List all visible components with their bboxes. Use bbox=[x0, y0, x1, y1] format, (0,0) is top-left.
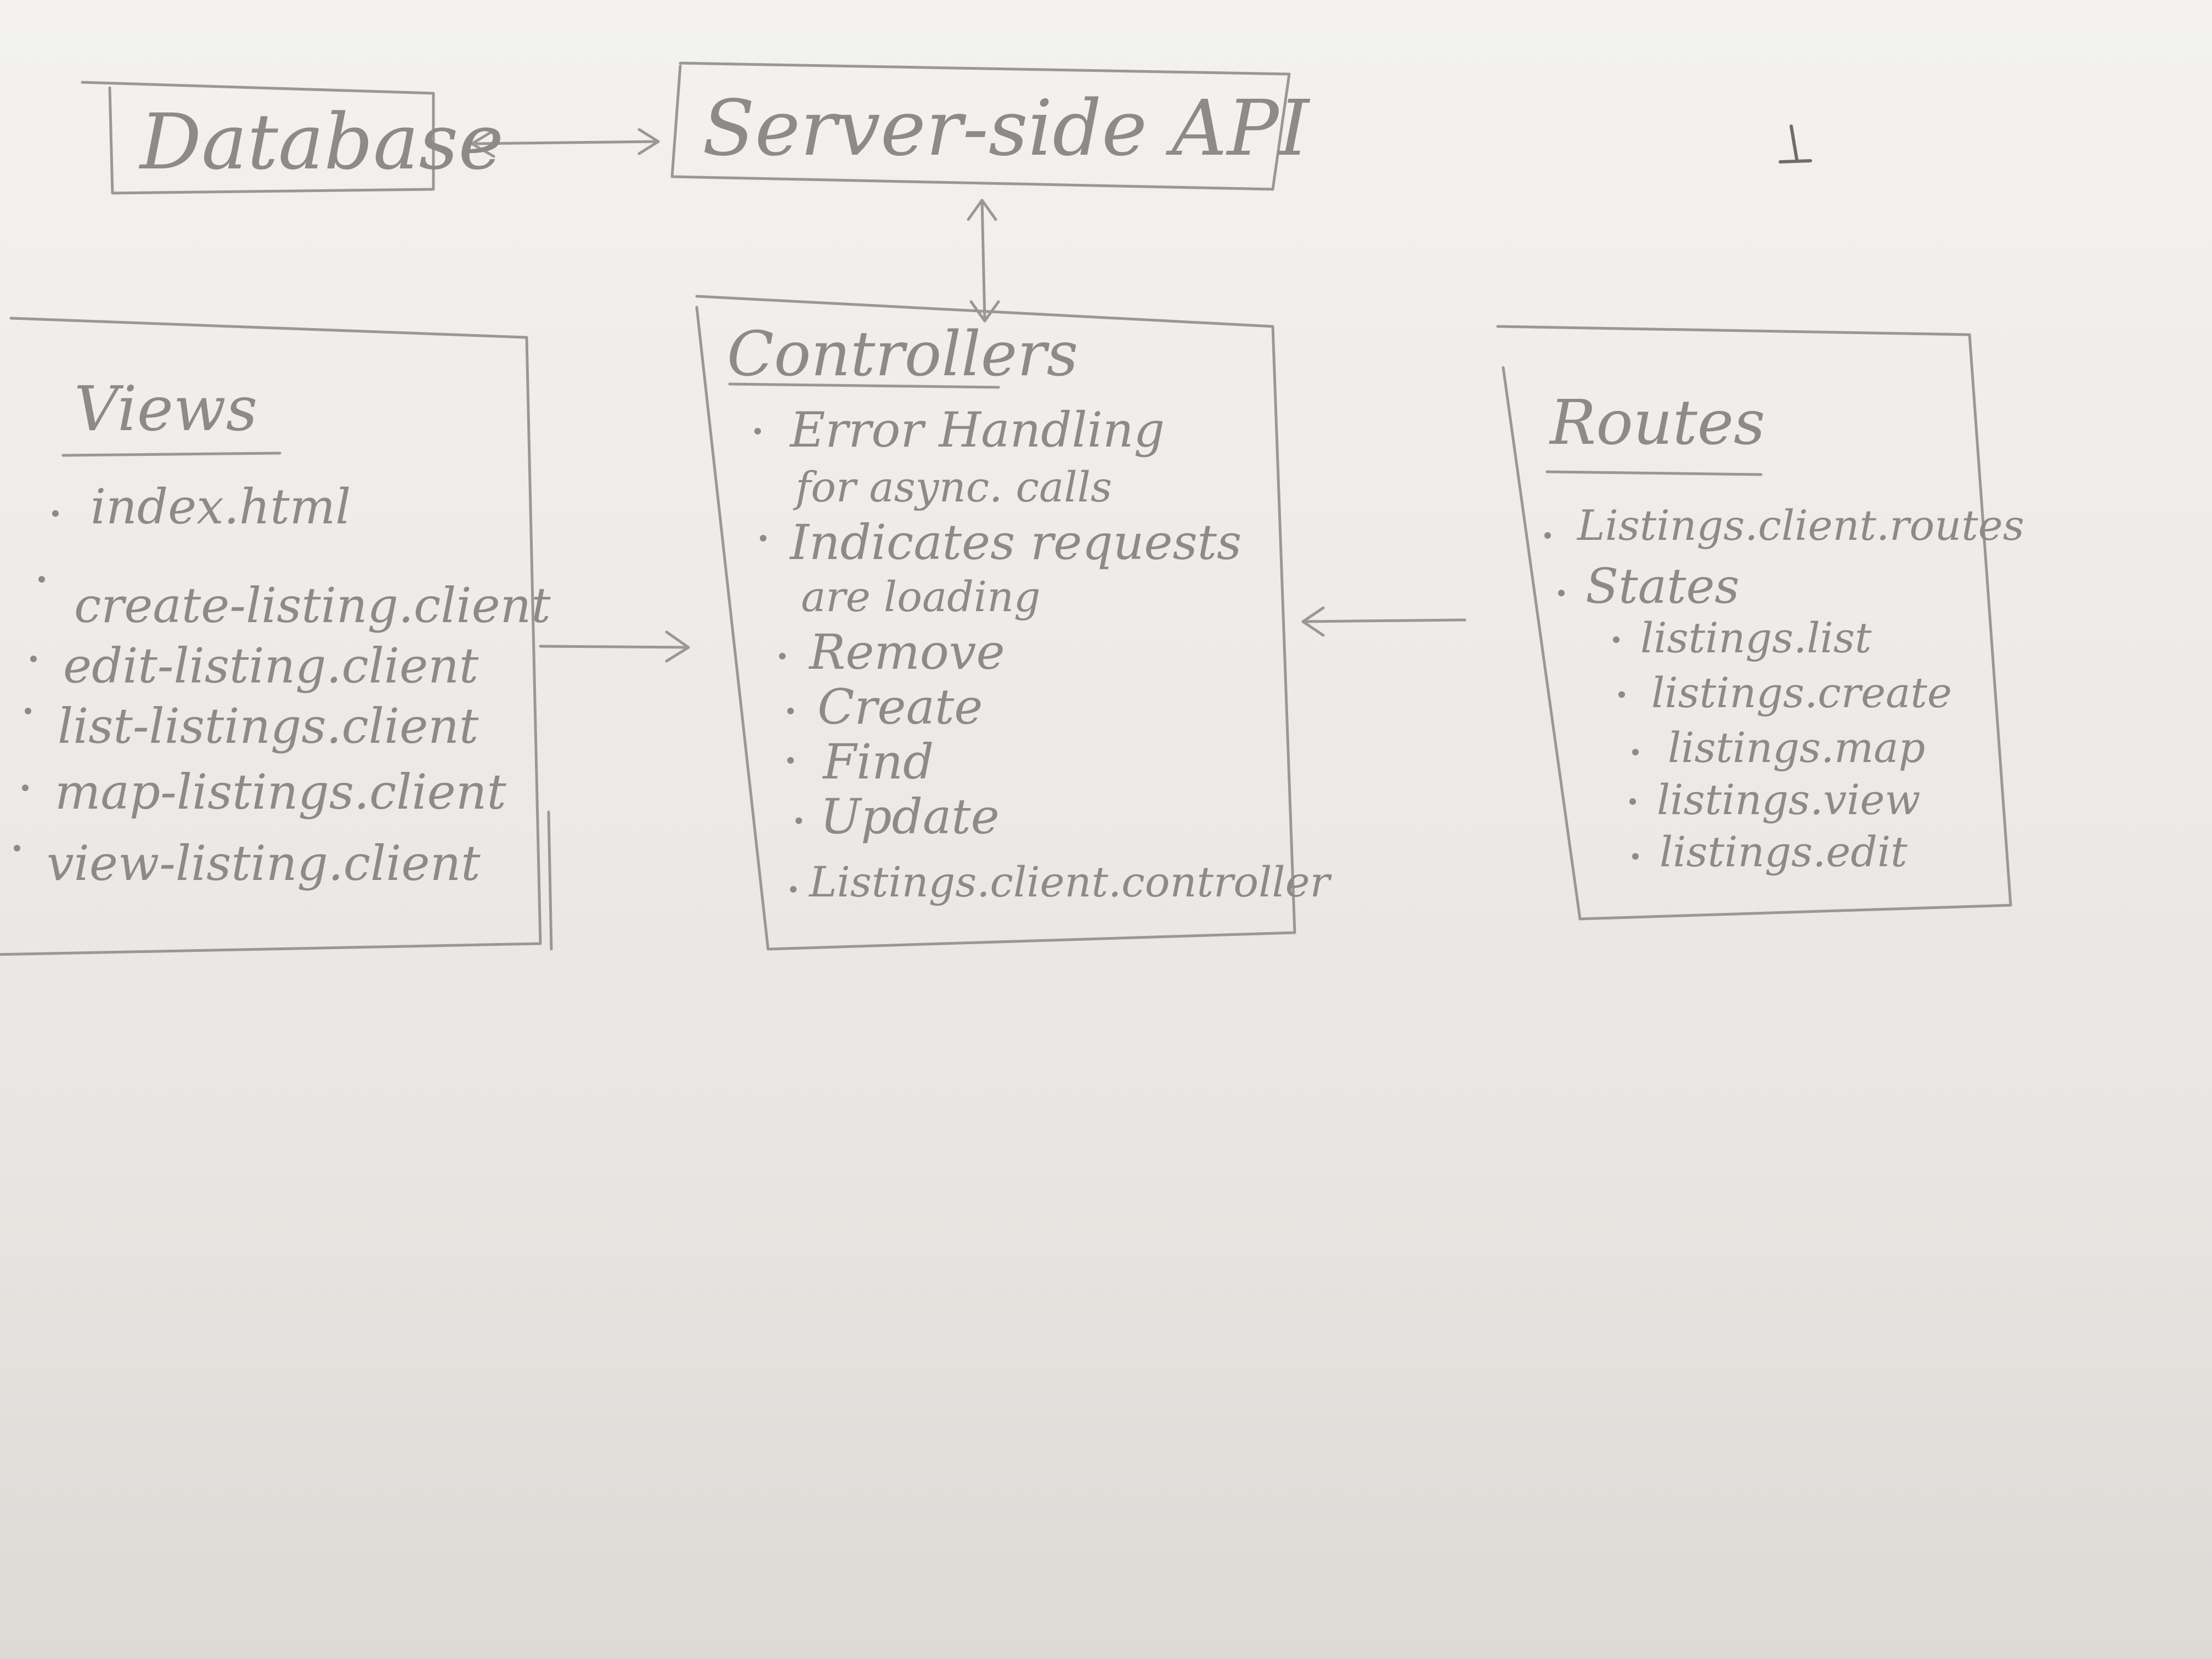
bullet bbox=[1618, 691, 1625, 698]
database-label: Database bbox=[140, 98, 504, 187]
stray-mark bbox=[1779, 125, 1812, 163]
bullet bbox=[25, 708, 31, 714]
controllers-item: Listings.client.controller bbox=[809, 857, 1330, 906]
server-api-label: Server-side API bbox=[702, 84, 1310, 173]
bullet bbox=[754, 428, 761, 435]
routes-state-item: listings.view bbox=[1657, 775, 1921, 824]
controllers-item: Error Handling bbox=[790, 402, 1165, 458]
bullet bbox=[52, 510, 59, 517]
routes-title-underline bbox=[1545, 470, 1763, 476]
controllers-title-underline bbox=[728, 382, 1000, 389]
views-title: Views bbox=[74, 374, 258, 445]
views-item: index.html bbox=[91, 478, 351, 535]
bullet bbox=[1632, 749, 1639, 755]
routes-item: States bbox=[1585, 558, 1740, 614]
routes-item: Listings.client.routes bbox=[1577, 501, 2024, 550]
views-item: create-listing.client bbox=[74, 577, 551, 634]
routes-title: Routes bbox=[1550, 387, 1765, 459]
bullet bbox=[1544, 532, 1551, 539]
bullet bbox=[1632, 853, 1639, 860]
controllers-item: Remove bbox=[809, 624, 1005, 680]
controllers-item: Update bbox=[820, 788, 1000, 845]
bullet bbox=[760, 535, 766, 541]
bullet bbox=[1629, 798, 1636, 805]
views-title-underline bbox=[61, 452, 281, 457]
controllers-item: Create bbox=[817, 679, 983, 735]
bullet bbox=[1558, 590, 1565, 596]
routes-state-item: listings.list bbox=[1640, 613, 1872, 662]
bullet bbox=[779, 653, 786, 659]
bullet bbox=[787, 757, 794, 764]
views-box bbox=[0, 317, 553, 956]
views-item: edit-listing.client bbox=[63, 637, 479, 694]
controllers-title: Controllers bbox=[727, 319, 1079, 390]
bullet bbox=[22, 785, 29, 791]
controllers-item: Find bbox=[823, 733, 934, 790]
bullet bbox=[30, 656, 37, 662]
routes-state-item: listings.create bbox=[1651, 668, 1952, 717]
routes-box bbox=[1496, 325, 2012, 921]
controllers-item: Indicates requests bbox=[790, 514, 1242, 571]
controllers-item-detail: are loading bbox=[801, 572, 1041, 621]
server-api-box bbox=[670, 61, 1291, 191]
bullet bbox=[787, 708, 794, 714]
database-box bbox=[81, 81, 435, 195]
views-item: list-listings.client bbox=[58, 698, 479, 754]
bullet bbox=[1613, 636, 1620, 643]
bullet bbox=[38, 576, 45, 583]
views-item: map-listings.client bbox=[55, 764, 506, 820]
controllers-item-detail: for async. calls bbox=[795, 462, 1112, 511]
routes-controllers-arrow bbox=[1301, 606, 1466, 637]
views-controllers-arrow bbox=[539, 630, 690, 663]
routes-state-item: listings.map bbox=[1668, 723, 1926, 772]
controllers-box bbox=[695, 295, 1296, 951]
api-controllers-arrow bbox=[967, 199, 1000, 323]
bullet bbox=[795, 817, 802, 824]
routes-state-item: listings.edit bbox=[1660, 827, 1908, 876]
bullet bbox=[790, 886, 797, 893]
bullet bbox=[14, 845, 20, 851]
db-api-arrow bbox=[470, 128, 660, 158]
views-item: view-listing.client bbox=[47, 835, 481, 891]
